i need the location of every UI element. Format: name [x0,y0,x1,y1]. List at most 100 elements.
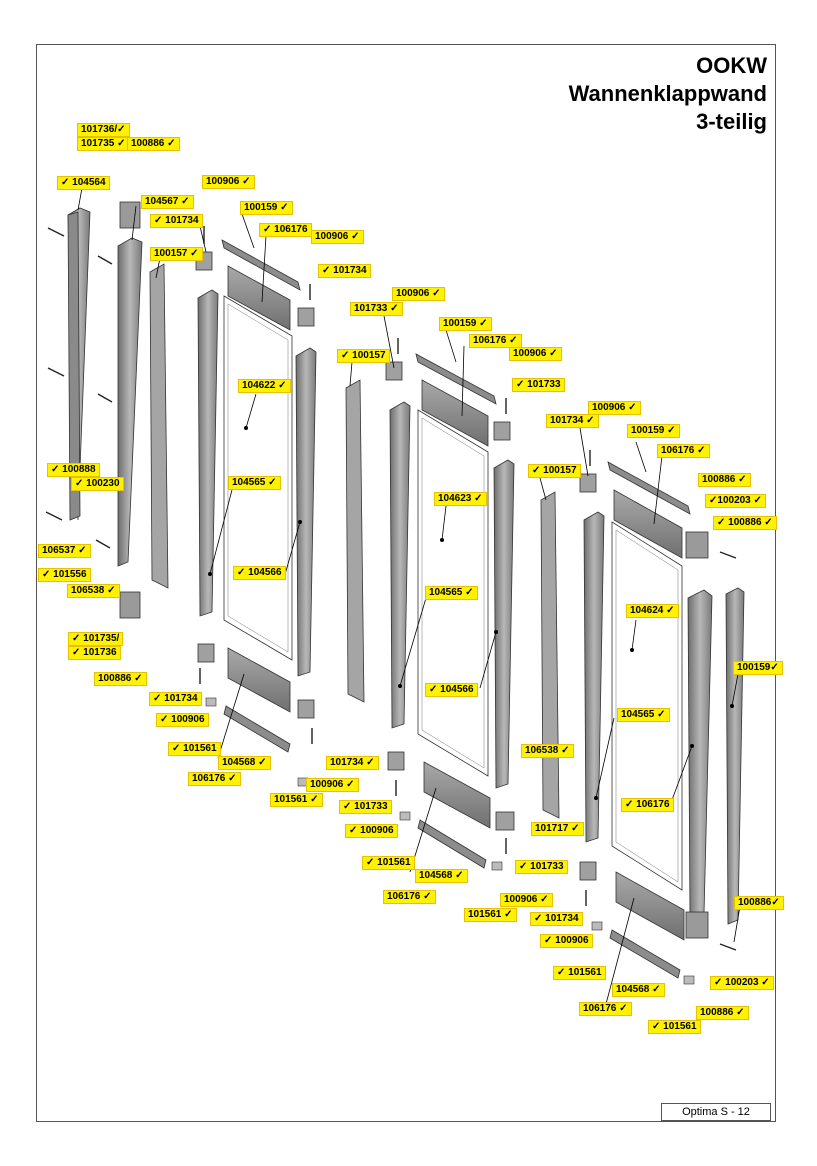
part-label: 104624 ✓ [626,604,679,618]
part-label: 101734 ✓ [546,414,599,428]
part-label: 100886✓ [734,896,784,910]
part-label: 101736/✓ [77,123,130,137]
part-label: 106176 ✓ [469,334,522,348]
panel-profile-3a [583,511,605,843]
part-label: 100159 ✓ [627,424,680,438]
glass-pane-3-inner [615,529,679,883]
part-label: 101561 ✓ [270,793,323,807]
part-label: 100886 ✓ [127,137,180,151]
part-label: 100886 ✓ [698,473,751,487]
bottom-block-2 [423,761,491,829]
part-label: 106538 ✓ [67,584,120,598]
title-line-3: 3-teilig [696,109,767,134]
part-label: ✓ 101734 [149,692,202,706]
top-strip-2 [415,353,497,405]
part-label: ✓ 100906 [156,713,209,727]
part-label: ✓100203 ✓ [705,494,766,508]
part-label: 106176 ✓ [657,444,710,458]
bottom-strip-3 [609,929,681,979]
panel-profile-2a [389,401,411,729]
seal-strip-3 [540,491,560,819]
part-label: 104565 ✓ [425,586,478,600]
part-label: 106176 ✓ [383,890,436,904]
part-label: 100159 ✓ [439,317,492,331]
part-label: ✓ 101733 [339,800,392,814]
panel-profile-3b [687,589,713,919]
part-label: 106176 ✓ [188,772,241,786]
wall-profile-right [725,587,745,925]
hinge-bracket-top-left [119,201,141,229]
hinge-part-3 [385,361,403,381]
page-title: OOKW Wannenklappwand 3-teilig [569,52,767,136]
panel-profile-1a [197,289,219,617]
part-label: ✓ 101561 [648,1020,701,1034]
part-label: ✓ 100906 [540,934,593,948]
part-label: ✓ 101556 [38,568,91,582]
part-label: 100906 ✓ [509,347,562,361]
part-label: 100906 ✓ [392,287,445,301]
part-label: 101734 ✓ [326,756,379,770]
part-label: ✓ 100230 [71,477,124,491]
end-cap-1 [205,697,217,707]
hinge-part-6 [197,643,215,663]
part-label: ✓ 101561 [553,966,606,980]
part-label: 104568 ✓ [218,756,271,770]
part-label: 100886 ✓ [94,672,147,686]
part-label: ✓ 100203 ✓ [710,976,774,990]
part-label: 104565 ✓ [228,476,281,490]
part-label: ✓ 101733 [515,860,568,874]
panel-profile-1b [295,347,317,677]
part-label: ✓ 100888 [47,463,100,477]
drawing-sheet-border [36,44,776,1122]
part-label: 106538 ✓ [521,744,574,758]
top-strip-1 [221,239,301,291]
part-label: 106537 ✓ [38,544,91,558]
part-label: ✓ 104566 [425,683,478,697]
part-label: ✓ 101561 [362,856,415,870]
part-label: ✓ 106176 [259,223,312,237]
title-line-2: Wannenklappwand [568,81,767,106]
part-label: 100159 ✓ [240,201,293,215]
hinge-part-4 [493,421,511,441]
part-label: ✓ 100886 ✓ [713,516,777,530]
bottom-block-3 [615,871,685,941]
end-cap-3 [399,811,411,821]
part-label: 100906 ✓ [500,893,553,907]
bottom-strip-2 [417,819,487,869]
top-block-3 [613,489,683,559]
hinge-part-8 [387,751,405,771]
part-label: 100906 ✓ [202,175,255,189]
hinge-part-9 [495,811,515,831]
part-label: ✓ 106176 [621,798,674,812]
part-label: ✓ 101734 [318,264,371,278]
part-label: ✓ 100157 [528,464,581,478]
hinge-bracket-bottom-right [685,911,709,939]
bottom-strip-1 [223,705,291,753]
end-cap-5 [591,921,603,931]
part-label: ✓ 101734 [530,912,583,926]
seal-strip-2 [345,379,365,703]
bottom-block-1 [227,647,291,713]
end-cap-4 [491,861,503,871]
hinge-part-2 [297,307,315,327]
part-label: ✓ 104564 [57,176,110,190]
glass-pane-1-inner [227,303,289,653]
screws [45,226,737,951]
part-label: 104568 ✓ [415,869,468,883]
end-cap-6 [683,975,695,985]
page-footer: Optima S - 12 [661,1103,771,1121]
top-strip-3 [607,461,691,515]
part-label: 104623 ✓ [434,492,487,506]
hinge-profile-1 [117,237,143,567]
part-label: 104567 ✓ [141,195,194,209]
hinge-bracket-top-right [685,531,709,559]
top-block-1 [227,265,291,331]
glass-pane-2-inner [421,417,485,769]
part-label: 104565 ✓ [617,708,670,722]
part-label: 101733 ✓ [350,302,403,316]
part-label: ✓ 100157 [337,349,390,363]
seal-strip-1 [149,263,169,589]
part-label: ✓ 104566 [233,566,286,580]
part-label: ✓ 101561 [168,742,221,756]
part-label: 100157 ✓ [150,247,203,261]
